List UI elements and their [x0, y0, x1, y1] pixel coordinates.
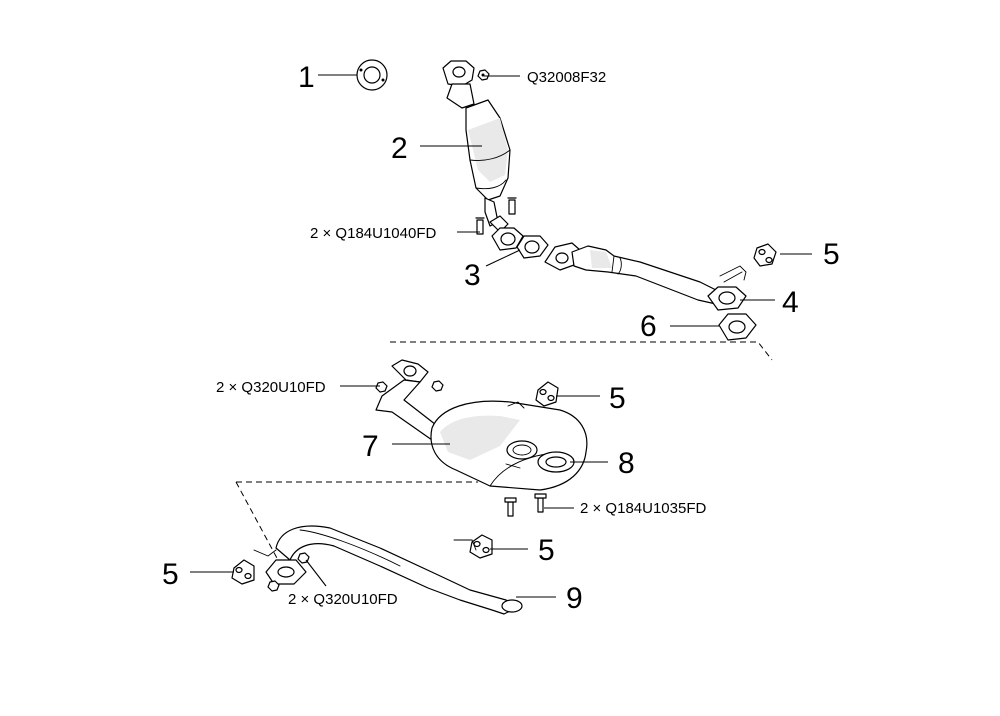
callout-8: 8	[618, 447, 635, 480]
part-number-nuts-tail: 2 × Q320U10FD	[288, 591, 398, 608]
part-8-outlet-gasket	[537, 451, 575, 473]
part-5-hanger-tail-right	[469, 534, 493, 559]
part-number-bolts-muffler: 2 × Q184U1035FD	[580, 500, 706, 517]
callout-6: 6	[640, 310, 657, 343]
part-3-gasket	[491, 227, 524, 251]
part-number-nuts-muffler: 2 × Q320U10FD	[216, 379, 326, 396]
part-5-hanger-top	[753, 243, 777, 267]
part-4-flange	[707, 286, 747, 311]
callout-7: 7	[362, 430, 379, 463]
callout-5-tail-left: 5	[162, 558, 179, 591]
part-5-hanger-muffler	[535, 381, 559, 407]
bolts-q184u1035fd	[504, 493, 547, 517]
callout-1: 1	[298, 61, 315, 94]
part-6-gasket	[718, 313, 757, 341]
callout-4: 4	[782, 286, 799, 319]
part-number-nut-top: Q32008F32	[527, 69, 606, 86]
part-2-catalytic-converter	[442, 60, 517, 235]
part-3-flange	[516, 235, 549, 259]
nut-q32008f32	[477, 69, 490, 81]
callout-3: 3	[464, 259, 481, 292]
part-1-gasket	[356, 59, 388, 91]
alignment-line-lower	[235, 481, 478, 561]
alignment-line-upper	[390, 341, 773, 361]
part-5-hanger-tail-left	[231, 559, 255, 585]
part-number-bolts-cat: 2 × Q184U1040FD	[310, 225, 436, 242]
part-9-tail-pipe	[253, 525, 523, 615]
callout-5-tail-right: 5	[538, 534, 555, 567]
callout-9: 9	[566, 582, 583, 615]
callout-5-muffler: 5	[609, 382, 626, 415]
callout-2: 2	[391, 132, 408, 165]
callout-5-top: 5	[823, 238, 840, 271]
leader-lines	[190, 74, 812, 598]
